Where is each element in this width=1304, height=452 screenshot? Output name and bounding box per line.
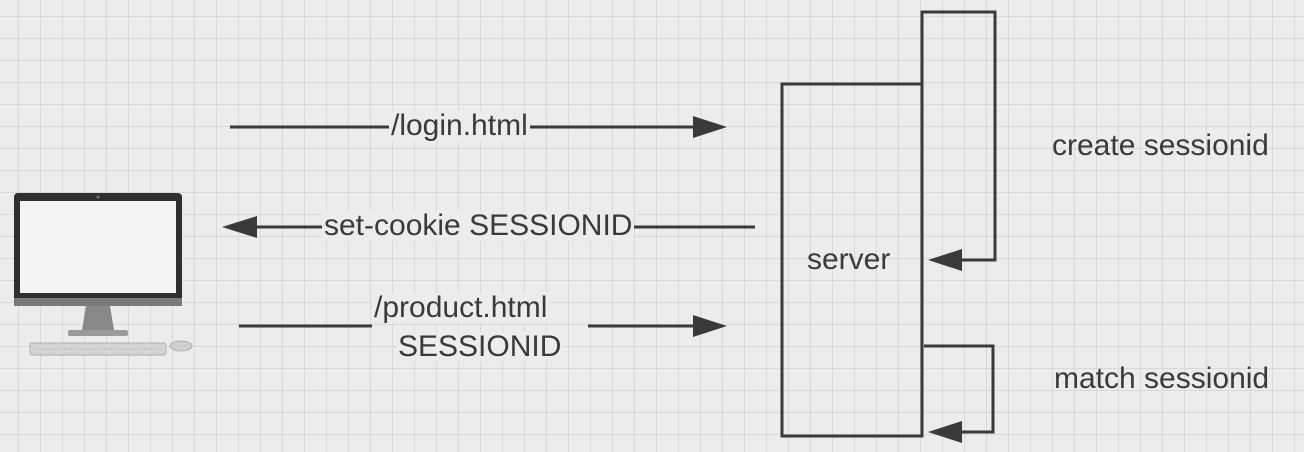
login-request-label: /login.html bbox=[389, 109, 530, 142]
match-sessionid-loop bbox=[924, 344, 995, 443]
product-request-label: /product.html bbox=[372, 291, 550, 324]
match-sessionid-label: match sessionid bbox=[1054, 362, 1270, 395]
create-sessionid-loop bbox=[920, 10, 997, 271]
set-cookie-label: set-cookie SESSIONID bbox=[322, 209, 635, 242]
product-sessionid-label: SESSIONID bbox=[396, 330, 564, 363]
server-label: server bbox=[807, 243, 891, 276]
create-sessionid-label: create sessionid bbox=[1052, 129, 1269, 162]
server-box bbox=[780, 82, 924, 438]
product-request-arrow bbox=[239, 315, 727, 337]
desktop-computer-icon bbox=[14, 193, 193, 356]
